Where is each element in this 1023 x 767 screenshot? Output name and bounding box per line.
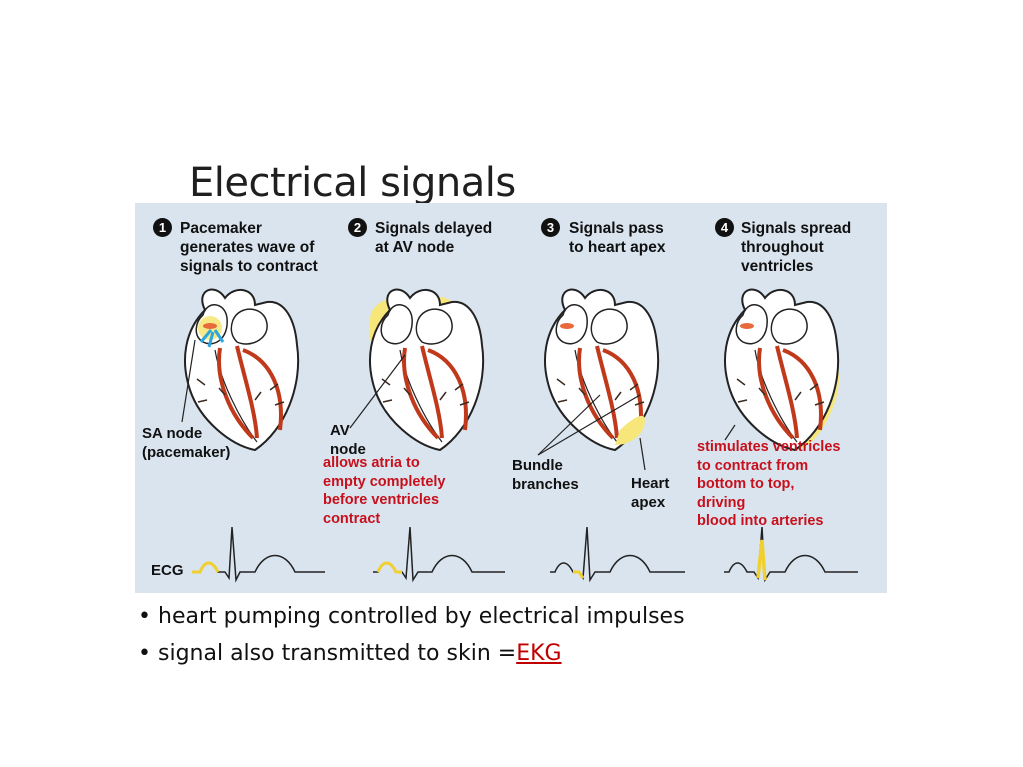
heart-1 (183, 287, 301, 452)
heart-2 (368, 287, 486, 452)
bullet-text: heart pumping controlled by electrical i… (158, 604, 685, 629)
bullet-list: •heart pumping controlled by electrical … (138, 598, 685, 672)
slide-title: Electrical signals (189, 160, 516, 206)
sa-node-label: SA node(pacemaker) (142, 425, 231, 461)
heart-3 (543, 287, 661, 452)
step-1-number: 1 (153, 218, 172, 237)
ekg-link[interactable]: EKG (516, 641, 562, 666)
step-4-number: 4 (715, 218, 734, 237)
bullet-text: signal also transmitted to skin = (158, 641, 517, 666)
ecg-label: ECG (151, 562, 184, 579)
step-3-number: 3 (541, 218, 560, 237)
heart-4 (723, 287, 841, 452)
bullet-item: •signal also transmitted to skin = EKG (138, 641, 562, 666)
step-2-number: 2 (348, 218, 367, 237)
bullet-item: •heart pumping controlled by electrical … (138, 604, 685, 629)
